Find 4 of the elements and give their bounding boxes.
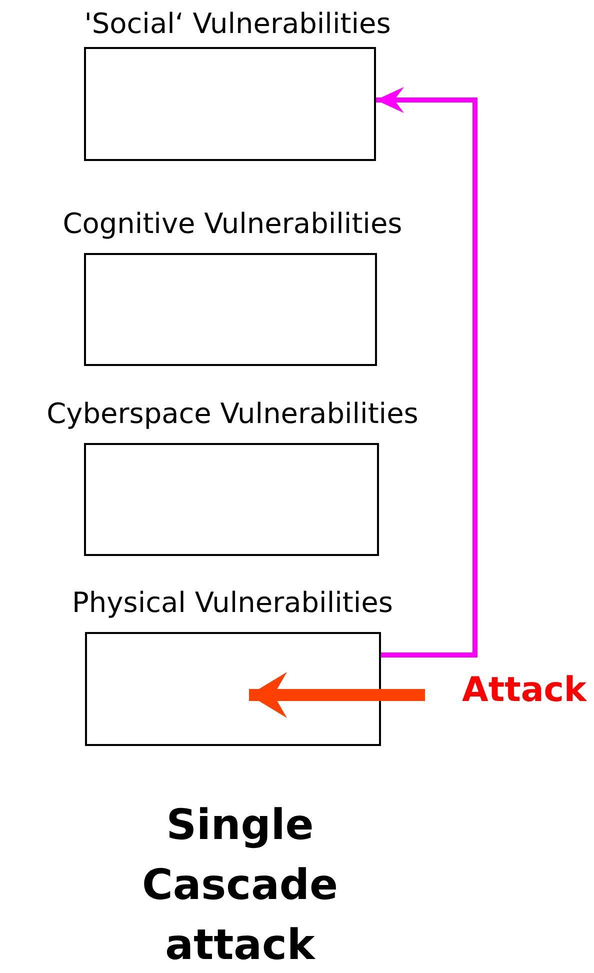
caption: Single Cascade attack: [141, 799, 339, 971]
attack-label: Attack: [462, 670, 587, 710]
arrow: [376, 87, 478, 658]
arrow: [249, 672, 425, 718]
